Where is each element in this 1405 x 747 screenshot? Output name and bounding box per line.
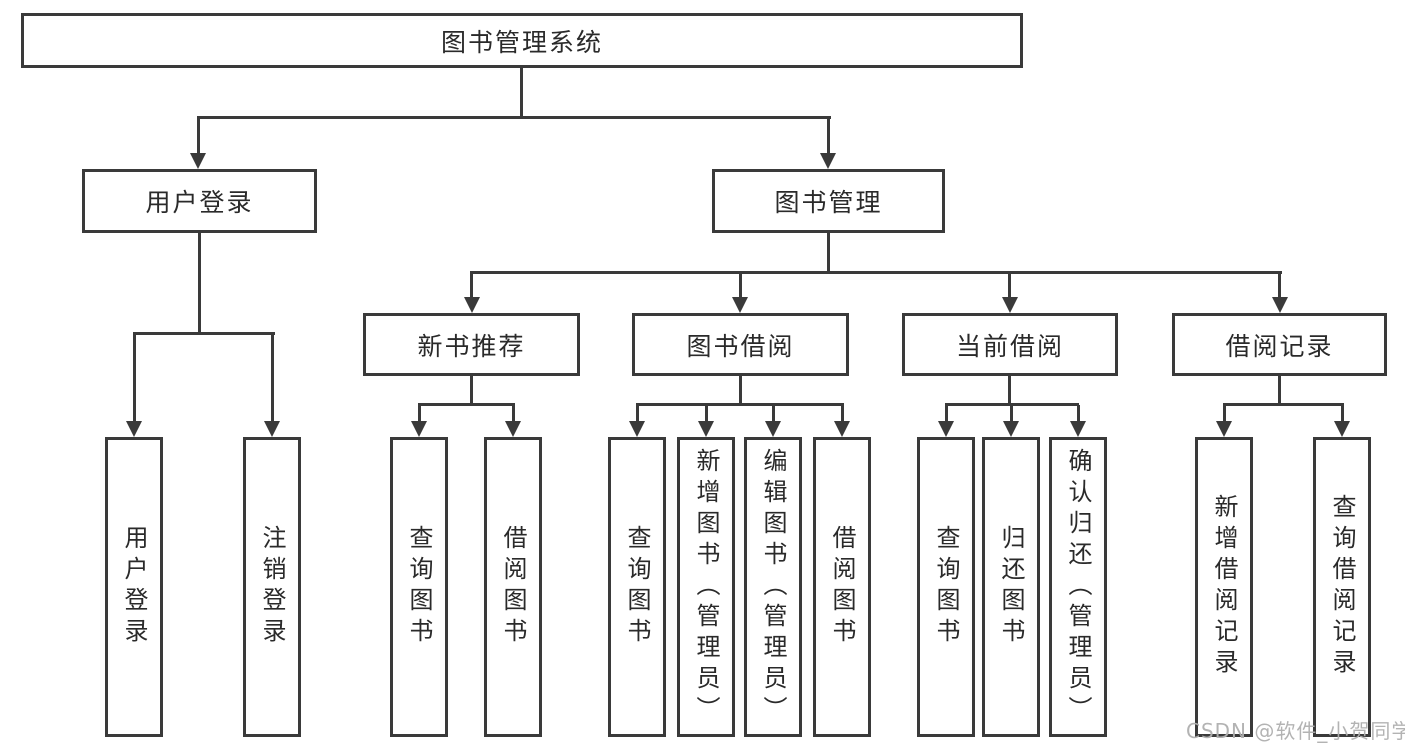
arrow-down-icon: [820, 153, 836, 169]
connector-line: [418, 403, 515, 406]
node-label: 确认归还（管理员）: [1064, 447, 1092, 727]
node-label: 借阅记录: [1225, 331, 1334, 361]
node-label: 编辑图书（管理员）: [759, 447, 787, 727]
arrow-down-icon: [1070, 421, 1086, 437]
arrow-down-icon: [1272, 297, 1288, 313]
connector-line: [1223, 405, 1226, 423]
arrow-down-icon: [732, 297, 748, 313]
connector-line: [271, 334, 274, 423]
arrow-down-icon: [938, 421, 954, 437]
node-return-book: 归还图书: [982, 437, 1040, 737]
connector-line: [418, 405, 421, 423]
arrow-down-icon: [765, 421, 781, 437]
node-label: 借阅图书: [499, 525, 527, 649]
node-new-book-recommend: 新书推荐: [363, 313, 580, 376]
connector-line: [1223, 403, 1344, 406]
node-user-login-leaf: 用户登录: [105, 437, 163, 737]
arrow-down-icon: [1334, 421, 1350, 437]
connector-line: [1341, 405, 1344, 423]
node-label: 图书借阅: [686, 331, 795, 361]
connector-line: [198, 233, 201, 334]
connector-line: [1008, 376, 1011, 406]
node-add-book-admin: 新增图书（管理员）: [677, 437, 735, 737]
node-book-borrowing: 图书借阅: [632, 313, 849, 376]
connector-line: [1008, 273, 1011, 300]
node-label: 归还图书: [997, 525, 1025, 649]
node-query-books: 查询图书: [390, 437, 448, 737]
connector-line: [772, 405, 775, 423]
connector-line: [520, 68, 523, 118]
node-label: 新书推荐: [417, 331, 526, 361]
connector-line: [1278, 376, 1281, 406]
connector-line: [470, 376, 473, 406]
connector-line: [470, 271, 1282, 274]
watermark: CSDN @软件_小贺同学: [1186, 719, 1405, 743]
connector-line: [133, 332, 275, 335]
arrow-down-icon: [411, 421, 427, 437]
arrow-down-icon: [629, 421, 645, 437]
arrow-down-icon: [1003, 421, 1019, 437]
arrow-down-icon: [464, 297, 480, 313]
node-library-management-system: 图书管理系统: [21, 13, 1023, 68]
connector-line: [1278, 273, 1281, 300]
node-label: 查询借阅记录: [1328, 494, 1356, 680]
node-query-borrow-record: 查询借阅记录: [1313, 437, 1371, 737]
connector-line: [197, 116, 831, 119]
node-label: 图书管理: [774, 188, 883, 217]
connector-line: [827, 118, 830, 155]
node-label: 用户登录: [120, 525, 148, 649]
node-label: 查询图书: [405, 525, 433, 649]
connector-line: [945, 403, 1079, 406]
connector-line: [512, 405, 515, 423]
node-borrowing-records: 借阅记录: [1172, 313, 1387, 376]
node-label: 查询图书: [623, 525, 651, 649]
connector-line: [133, 334, 136, 423]
connector-line: [705, 405, 708, 423]
connector-line: [636, 403, 844, 406]
connector-line: [945, 405, 948, 423]
node-edit-book-admin: 编辑图书（管理员）: [744, 437, 802, 737]
connector-line: [470, 273, 473, 300]
connector-line: [1010, 405, 1013, 423]
node-label: 新增借阅记录: [1210, 494, 1238, 680]
node-label: 图书管理系统: [440, 27, 603, 57]
arrow-down-icon: [1216, 421, 1232, 437]
node-label: 注销登录: [258, 525, 286, 649]
arrow-down-icon: [505, 421, 521, 437]
connector-line: [739, 273, 742, 300]
arrow-down-icon: [698, 421, 714, 437]
arrow-down-icon: [190, 153, 206, 169]
node-confirm-return-admin: 确认归还（管理员）: [1049, 437, 1107, 737]
connector-line: [841, 405, 844, 423]
node-borrow-book: 借阅图书: [813, 437, 871, 737]
connector-line: [739, 376, 742, 406]
node-label: 借阅图书: [828, 525, 856, 649]
connector-line: [1077, 405, 1080, 423]
node-query-books: 查询图书: [608, 437, 666, 737]
node-borrow-book: 借阅图书: [484, 437, 542, 737]
node-label: 新增图书（管理员）: [692, 447, 720, 727]
node-label: 查询图书: [932, 525, 960, 649]
node-current-borrowing: 当前借阅: [902, 313, 1118, 376]
node-label: 用户登录: [145, 188, 254, 217]
node-logout: 注销登录: [243, 437, 301, 737]
connector-line: [636, 405, 639, 423]
arrow-down-icon: [1002, 297, 1018, 313]
connector-line: [827, 233, 830, 274]
node-query-books: 查询图书: [917, 437, 975, 737]
node-user-login: 用户登录: [82, 169, 317, 233]
node-add-borrow-record: 新增借阅记录: [1195, 437, 1253, 737]
arrow-down-icon: [126, 421, 142, 437]
node-book-management: 图书管理: [712, 169, 945, 233]
node-label: 当前借阅: [955, 331, 1064, 361]
arrow-down-icon: [264, 421, 280, 437]
arrow-down-icon: [834, 421, 850, 437]
connector-line: [197, 118, 200, 155]
